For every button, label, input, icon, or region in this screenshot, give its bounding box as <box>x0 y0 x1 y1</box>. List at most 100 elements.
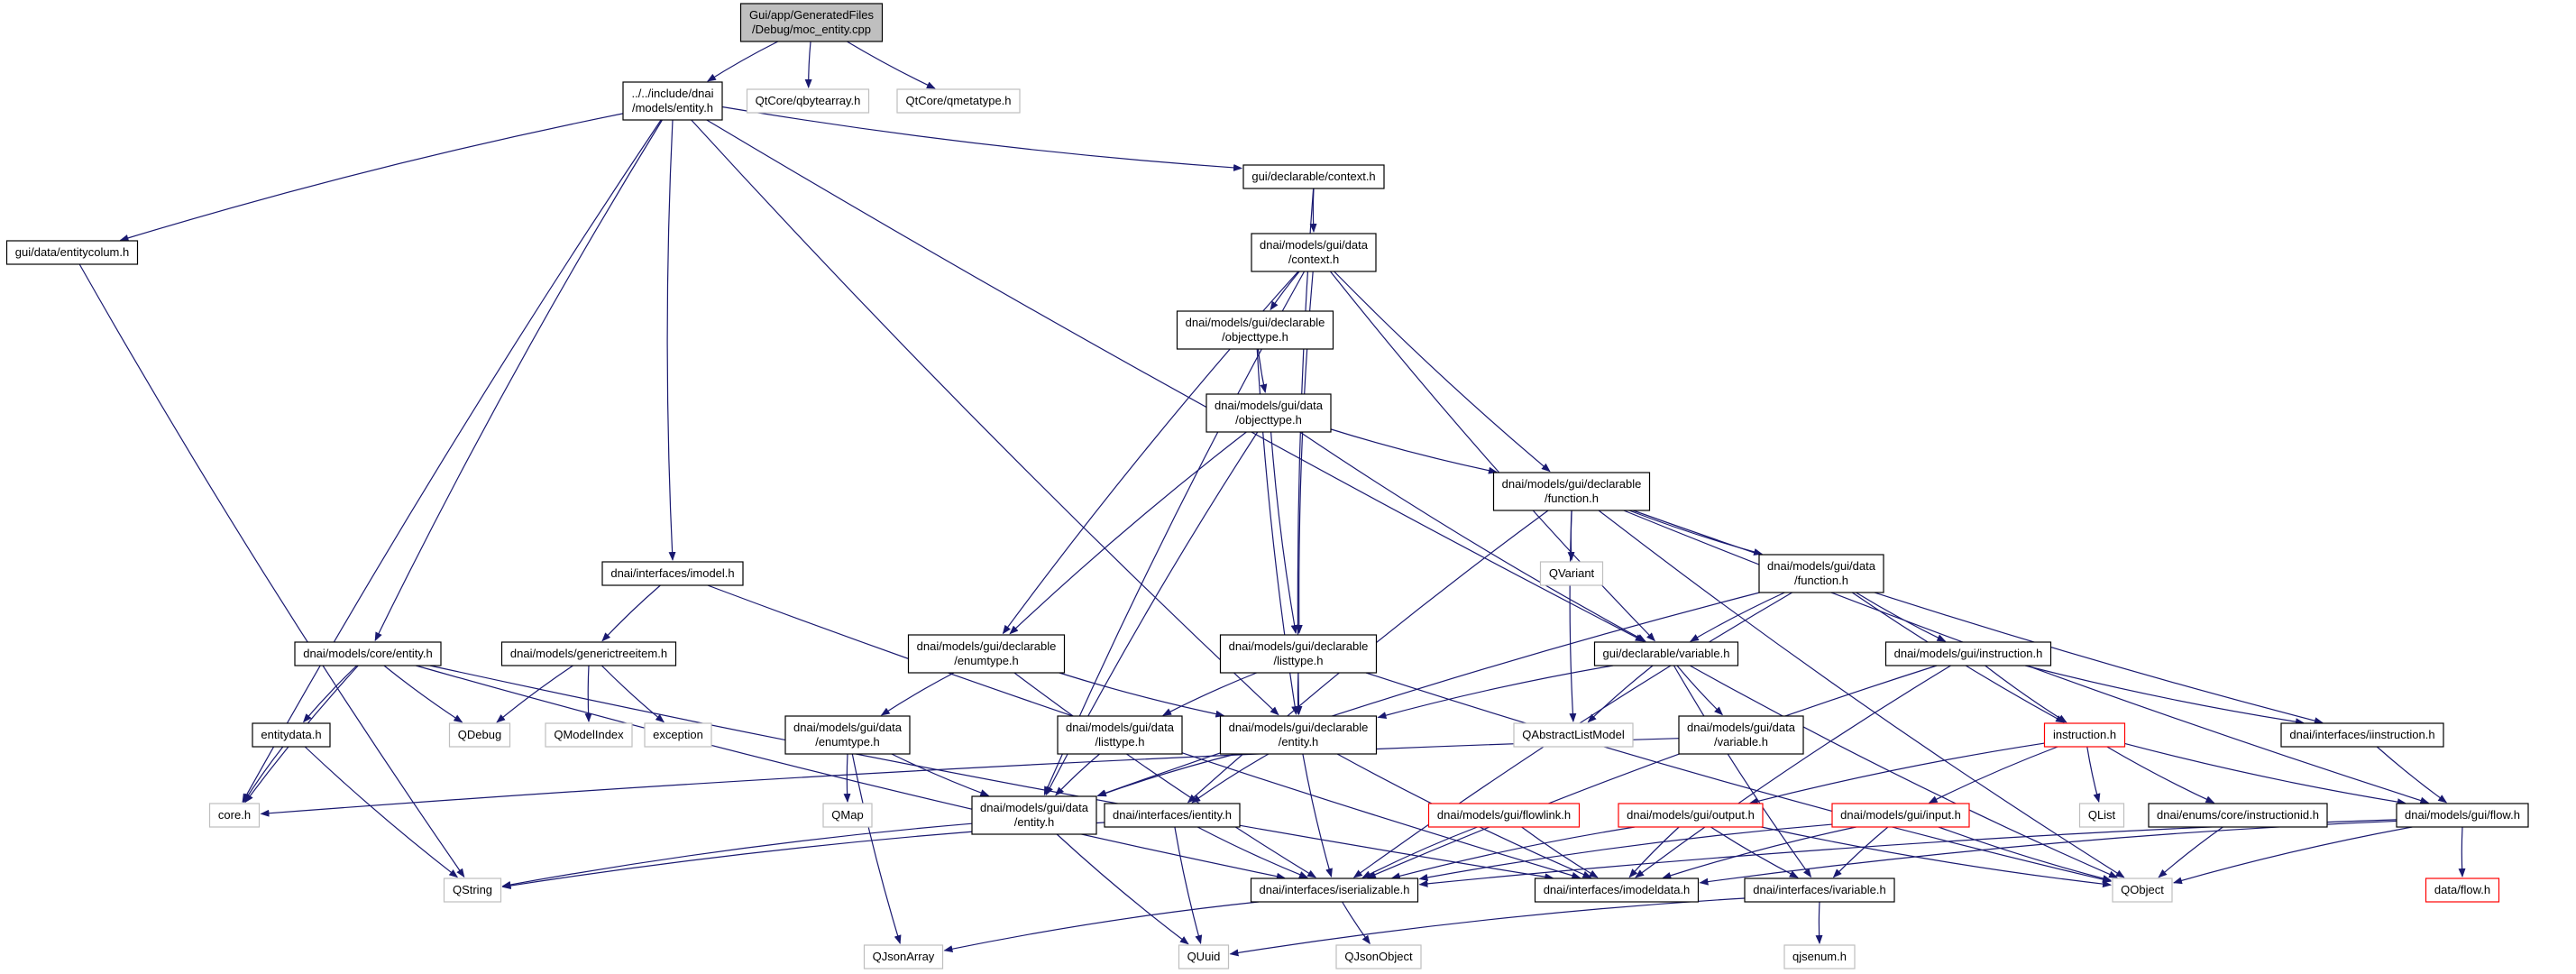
node-instructionid: dnai/enums/core/instructionid.h <box>2148 803 2328 828</box>
node-core-h: core.h <box>208 803 261 828</box>
node-box <box>1618 803 1764 828</box>
node-label: dnai/models/gui/data <box>980 801 1089 814</box>
node-label: dnai/models/gui/data <box>1066 721 1175 734</box>
node-label: data/flow.h <box>2434 883 2490 896</box>
edge-input-h-to-qobject <box>1938 826 2113 882</box>
edge-gui-flow-to-data-flow <box>2458 826 2466 878</box>
edge-data-entity-to-qstring <box>501 822 973 888</box>
node-data-listtype: dnai/models/gui/data/listtype.h <box>1057 715 1183 755</box>
node-box <box>1534 878 1700 903</box>
edge-core-entity-to-imodeldata <box>429 665 1554 881</box>
edge-data-context-to-decl-function <box>1334 271 1551 473</box>
node-box <box>1219 634 1378 674</box>
node-box <box>863 944 944 969</box>
node-decl-enumtype: dnai/models/gui/declarable/enumtype.h <box>907 634 1066 674</box>
node-label: dnai/interfaces/iinstruction.h <box>2289 728 2434 741</box>
node-label: exception <box>653 728 703 741</box>
node-label: dnai/models/gui/flowlink.h <box>1437 808 1571 822</box>
edge-generictreeitem-to-qdebug <box>496 665 573 723</box>
edge-data-function-to-decl-variable <box>1690 592 1785 642</box>
node-decl-listtype: dnai/models/gui/declarable/listtype.h <box>1219 634 1378 674</box>
edge-output-h-to-iserializable <box>1390 826 1636 880</box>
edge-data-function-to-gui-instruction <box>1856 592 1947 642</box>
node-qjsenum: qjsenum.h <box>1783 944 1856 969</box>
node-box <box>644 722 712 748</box>
node-label: QtCore/qbytearray.h <box>756 94 861 107</box>
edge-output-h-to-qobject <box>1761 826 2113 888</box>
edge-gui-instruction-to-iinstruction <box>2024 665 2305 726</box>
edge-ivariable-to-quuid <box>1229 897 1746 957</box>
node-output-h: dnai/models/gui/output.h <box>1618 803 1764 828</box>
edge-decl-listtype-to-data-listtype <box>1162 672 1258 716</box>
node-qbytearray: QtCore/qbytearray.h <box>746 88 870 114</box>
node-flowlink: dnai/models/gui/flowlink.h <box>1427 803 1581 828</box>
node-box <box>1251 233 1377 272</box>
edge-data-entity-to-quuid <box>1056 833 1189 945</box>
node-label: QtCore/qmetatype.h <box>905 94 1011 107</box>
node-label: dnai/models/gui/declarable <box>917 639 1057 653</box>
edge-entitycolum-to-qstring <box>78 263 465 878</box>
edge-data-variable-to-core-h <box>260 738 1680 817</box>
edge-data-enumtype-to-qjsonarray <box>851 753 902 945</box>
node-data-function: dnai/models/gui/data/function.h <box>1758 554 1884 593</box>
edge-instruction-h-to-output-h <box>1748 742 2045 805</box>
edge-decl-variable-to-data-variable <box>1676 665 1723 716</box>
node-label: dnai/models/gui/declarable <box>1502 477 1642 491</box>
node-label: /enumtype.h <box>815 735 880 749</box>
node-label: dnai/models/core/entity.h <box>303 647 433 660</box>
node-box <box>2148 803 2328 828</box>
edge-ivariable-to-qjsenum <box>1815 901 1823 944</box>
edge-input-h-to-imodeldata <box>1662 826 1856 879</box>
node-label: dnai/interfaces/imodel.h <box>610 566 734 580</box>
node-box <box>1758 554 1884 593</box>
edge-inc-entity-to-decl-variable <box>706 119 1645 642</box>
node-qvariant: QVariant <box>1539 561 1604 586</box>
edge-entitydata-to-core-h <box>243 746 284 804</box>
node-label: /objecttype.h <box>1222 330 1288 344</box>
node-box <box>208 803 261 828</box>
node-label: /entity.h <box>1014 815 1055 829</box>
node-box <box>1539 561 1604 586</box>
node-label: QModelIndex <box>554 728 624 741</box>
edge-inc-entity-to-decl-entity <box>691 119 1279 716</box>
node-label: QString <box>453 883 492 896</box>
edge-moc-to-qbytearray <box>804 41 812 89</box>
node-label: /entity.h <box>1279 735 1319 749</box>
node-decl-entity: dnai/models/gui/declarable/entity.h <box>1219 715 1378 755</box>
node-label: /enumtype.h <box>954 654 1019 667</box>
node-box <box>1427 803 1581 828</box>
node-generictreeitem: dnai/models/generictreeitem.h <box>500 641 677 666</box>
node-imodel: dnai/interfaces/imodel.h <box>601 561 744 586</box>
edge-moc-to-inc-entity <box>707 41 779 82</box>
node-qobject: QObject <box>2112 878 2173 903</box>
node-box <box>1492 472 1651 511</box>
node-decl-function: dnai/models/gui/declarable/function.h <box>1492 472 1651 511</box>
edge-gui-flow-to-qobject <box>2172 826 2413 885</box>
node-data-enumtype: dnai/models/gui/data/enumtype.h <box>784 715 911 755</box>
node-box <box>1593 641 1739 666</box>
node-label: /listtype.h <box>1095 735 1145 749</box>
node-label: QAbstractListModel <box>1522 728 1625 741</box>
edge-entitydata-to-qstring <box>304 746 459 878</box>
node-label: dnai/models/gui/data <box>1260 238 1369 252</box>
node-box <box>2425 878 2500 903</box>
node-label: dnai/enums/core/instructionid.h <box>2157 808 2319 822</box>
node-input-h: dnai/models/gui/input.h <box>1831 803 1970 828</box>
node-iinstruction: dnai/interfaces/iinstruction.h <box>2280 722 2444 748</box>
edge-instruction-h-to-instructionid <box>2106 746 2215 804</box>
node-box <box>1335 944 1422 969</box>
node-box <box>448 722 511 748</box>
node-label: dnai/models/gui/declarable <box>1229 721 1369 734</box>
edge-data-context-to-decl-variable <box>1329 271 1655 642</box>
node-iserializable: dnai/interfaces/iserializable.h <box>1250 878 1419 903</box>
node-label: /function.h <box>1545 492 1599 505</box>
node-label: entitydata.h <box>261 728 321 741</box>
node-label: /function.h <box>1794 574 1848 587</box>
node-ientity: dnai/interfaces/ientity.h <box>1104 803 1241 828</box>
node-data-variable: dnai/models/gui/data/variable.h <box>1678 715 1804 755</box>
node-box <box>252 722 331 748</box>
node-box <box>2078 803 2125 828</box>
edge-decl-variable-to-qabstractlistmodel <box>1587 665 1654 723</box>
edge-gui-flow-to-iserializable <box>1418 819 2397 887</box>
edge-input-h-to-iserializable <box>1418 823 1833 881</box>
